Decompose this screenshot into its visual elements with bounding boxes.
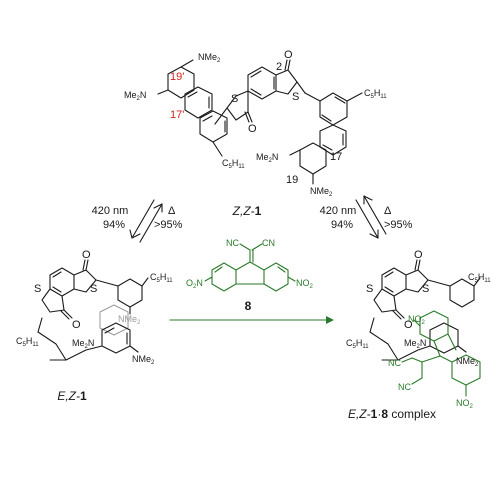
zz1-o-top: O (284, 49, 293, 61)
zz1-compound-name: Z,Z-1 (232, 204, 262, 218)
reagent8-number: 8 (245, 299, 252, 313)
ez1-o-bottom: O (72, 319, 81, 331)
ez18-me2n: Me2N (404, 338, 426, 350)
left-equilibrium-arrow: 420 nm 94% Δ >95% (92, 199, 183, 243)
zz1-c5h11-right: C5H11 (364, 88, 387, 100)
right-arrow-light-yield: 94% (331, 219, 353, 231)
ez18-compound-name: E,Z-1·8 complex (348, 407, 436, 421)
right-equilibrium-arrow: 420 nm 94% Δ >95% (320, 195, 413, 239)
zz1-c5h11-bottom: C5H11 (222, 158, 245, 170)
zz1-nme2-bottom: NMe2 (310, 186, 333, 198)
left-arrow-heat: Δ (168, 205, 176, 217)
ez1-structure: S S O O C5H11 C5H11 Me2N NMe2 NMe2 E,Z-1 (16, 249, 173, 403)
ez1-8-complex-structure: S S O O C5H11 C5H11 Me2N NMe2 NO2 NO2 NC… (346, 249, 491, 421)
ez18-nc-bottom: NC (398, 382, 411, 392)
ez18-no2-bottom: NO2 (456, 398, 474, 410)
ez18-no2-top: NO2 (408, 314, 426, 326)
zz1-s-right: S (292, 91, 299, 103)
reagent8-no2-left: O2N (186, 278, 203, 290)
reagent8-cn: CN (262, 238, 275, 248)
ez18-o-bottom: O (404, 319, 413, 331)
ez18-c5h11-top: C5H11 (468, 272, 491, 284)
zz1-o-bottom: O (248, 123, 257, 135)
zz1-me2n-right: Me2N (256, 152, 278, 164)
reagent8-no2-right: NO2 (296, 278, 314, 290)
ez1-c5h11-top: C5H11 (150, 272, 173, 284)
ez18-s-right: S (422, 283, 429, 295)
ez18-c5h11-left: C5H11 (346, 338, 369, 350)
zz1-number-19prime: 19' (170, 71, 184, 83)
ez18-s-left: S (366, 283, 373, 295)
zz1-number-17prime: 17' (170, 109, 184, 121)
reagent-8: NC CN O2N NO2 8 (186, 238, 314, 313)
ez1-s-right: S (90, 283, 97, 295)
ez18-nme2: NMe2 (456, 356, 479, 368)
ez1-o-top: O (82, 249, 91, 261)
right-arrow-heat: Δ (384, 205, 392, 217)
zz1-s-left: S (231, 93, 238, 105)
zz1-nme2-top: NMe2 (198, 52, 221, 64)
right-arrow-light: 420 nm (320, 205, 357, 217)
zz1-number-19: 19 (286, 174, 298, 186)
zz1-structure: S S O O NMe2 Me2N C5H11 C5H11 Me2N NMe2 … (124, 49, 387, 218)
right-arrow-heat-yield: >95% (384, 219, 413, 231)
ez18-o-top: O (414, 249, 423, 261)
left-arrow-light-yield: 94% (103, 219, 125, 231)
left-arrow-light: 420 nm (92, 205, 129, 217)
ez1-nme2-grey: NMe2 (118, 314, 141, 326)
zz1-number-2: 2 (276, 61, 282, 73)
reagent8-nc: NC (226, 238, 239, 248)
zz1-me2n-left: Me2N (124, 90, 146, 102)
ez1-me2n: Me2N (72, 338, 94, 350)
left-arrow-heat-yield: >95% (154, 219, 183, 231)
ez1-compound-name: E,Z-1 (57, 389, 87, 403)
binding-arrow (169, 316, 334, 324)
ez1-nme2: NMe2 (132, 354, 155, 366)
ez18-nc-top: NC (388, 358, 401, 368)
ez1-s-left: S (34, 283, 41, 295)
ez1-c5h11-left: C5H11 (16, 336, 39, 348)
zz1-number-17: 17 (330, 151, 342, 163)
